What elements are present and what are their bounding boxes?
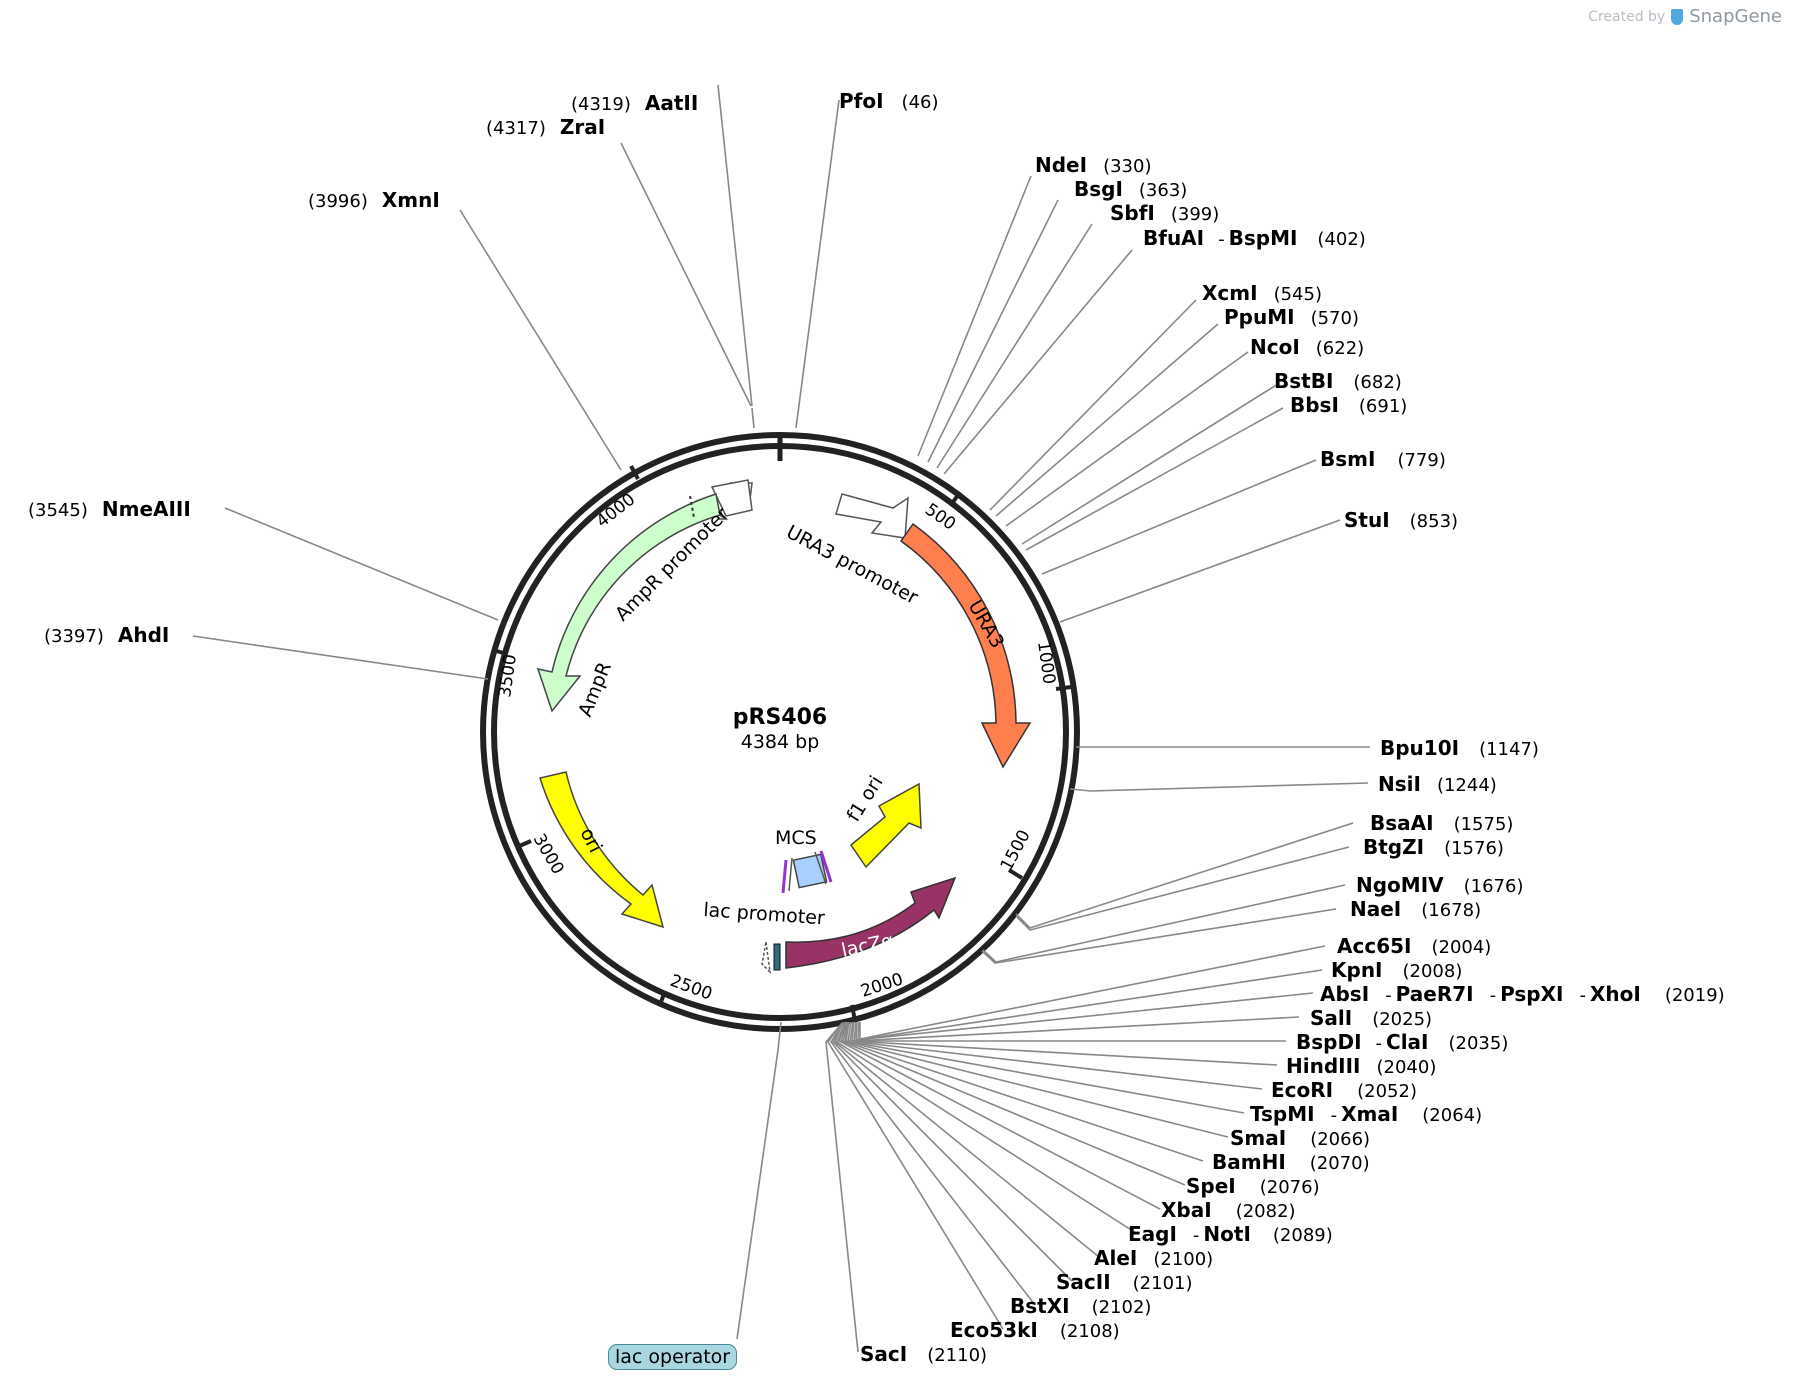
ampr-label: AmpR (574, 659, 616, 720)
lacz-alpha-label: lacZα (839, 929, 895, 962)
site-label[interactable]: Acc65I(2004) (1337, 934, 1491, 958)
site-label[interactable]: SalI(2025) (1310, 1006, 1432, 1030)
site-label[interactable]: BtgZI(1576) (1363, 835, 1504, 859)
site-label[interactable]: SmaI(2066) (1230, 1126, 1370, 1150)
site-label[interactable]: BspDI-ClaI(2035) (1296, 1030, 1508, 1054)
tick-1000 (1055, 685, 1072, 691)
site-label[interactable]: BstXI(2102) (1010, 1294, 1151, 1318)
site-label[interactable]: StuI(853) (1344, 508, 1458, 532)
site-label[interactable]: NgoMIV(1676) (1356, 873, 1523, 897)
lac-promoter-arrow[interactable] (761, 941, 772, 975)
watermark-prefix: Created by (1588, 8, 1666, 25)
site-label[interactable]: Bpu10I(1147) (1380, 736, 1539, 760)
site-label[interactable]: BbsI(691) (1290, 393, 1407, 417)
site-label[interactable]: (4317)ZraI (486, 115, 605, 139)
tick-2500 (658, 990, 667, 1006)
tick-2000 (850, 1004, 857, 1022)
site-label[interactable]: (3397)AhdI (44, 623, 169, 647)
site-label[interactable]: NdeI(330) (1035, 153, 1151, 177)
site-label[interactable]: SacII(2101) (1056, 1270, 1193, 1294)
site-label[interactable]: XbaI(2082) (1161, 1198, 1296, 1222)
f1-ori-label: f1 ori (843, 772, 888, 826)
tick-marks (492, 433, 1072, 1022)
site-label[interactable]: NsiI(1244) (1378, 772, 1497, 796)
lac-operator-label[interactable]: lac operator (608, 1344, 738, 1370)
site-label[interactable]: NaeI(1678) (1350, 897, 1481, 921)
site-label[interactable]: AleI(2100) (1094, 1246, 1213, 1270)
ori-arrow[interactable] (539, 771, 665, 929)
lac-promoter-label: lac promoter (703, 899, 826, 929)
tick-3500 (492, 648, 508, 656)
site-label[interactable]: XcmI(545) (1202, 281, 1322, 305)
tick-label-3500: 3500 (495, 653, 521, 699)
site-label[interactable]: NcoI(622) (1250, 335, 1364, 359)
site-label[interactable]: SpeI(2076) (1186, 1174, 1320, 1198)
site-label[interactable]: HindIII(2040) (1286, 1054, 1436, 1078)
site-label[interactable]: (3545)NmeAIII (28, 497, 191, 521)
plasmid-size: 4384 bp (741, 731, 820, 753)
ura3-arrow[interactable] (899, 522, 1032, 769)
watermark-brand: SnapGene (1689, 6, 1782, 27)
site-label[interactable]: BsmI(779) (1320, 447, 1446, 471)
ura3-promoter-arrow[interactable] (835, 493, 909, 539)
lacz-alpha-arrow[interactable] (785, 876, 957, 969)
tick-500 (949, 490, 962, 507)
ampr-arrow[interactable] (536, 493, 721, 713)
site-leader-lines (192, 84, 1370, 1353)
site-label[interactable]: EagI-NotI(2089) (1128, 1222, 1333, 1246)
site-label[interactable]: KpnI(2008) (1331, 958, 1462, 982)
site-label[interactable]: BsgI(363) (1074, 177, 1187, 201)
site-label[interactable]: BfuAI-BspMI(402) (1143, 226, 1366, 250)
mcs-label: MCS (775, 827, 817, 849)
tick-4000 (629, 465, 640, 480)
site-labels: PfoI(46) NdeI(330) BsgI(363) SbfI(399) B… (28, 89, 1725, 1366)
tick-label-3000: 3000 (529, 831, 568, 878)
site-label[interactable]: PfoI(46) (839, 89, 939, 113)
site-label[interactable]: Eco53kI(2108) (950, 1318, 1120, 1342)
site-label[interactable]: (3996)XmnI (308, 188, 440, 212)
site-label[interactable]: BamHI(2070) (1212, 1150, 1370, 1174)
site-label[interactable]: PpuMI(570) (1224, 305, 1359, 329)
site-label[interactable]: BsaAI(1575) (1370, 811, 1513, 835)
site-label[interactable]: SbfI(399) (1110, 201, 1219, 225)
plasmid-name: pRS406 (733, 705, 827, 730)
snapgene-logo-icon (1671, 8, 1684, 25)
snapgene-watermark: Created by SnapGene (1588, 6, 1782, 27)
site-label[interactable]: EcoRI(2052) (1271, 1078, 1417, 1102)
tick-1500 (1007, 868, 1024, 880)
site-label[interactable]: TspMI-XmaI(2064) (1250, 1102, 1482, 1126)
site-label[interactable]: (4319)AatII (571, 91, 698, 115)
f1-ori-arrow[interactable] (849, 782, 922, 869)
site-label[interactable]: AbsI-PaeR7I-PspXI-XhoI(2019) (1320, 982, 1725, 1006)
ura3-label: URA3 (964, 597, 1009, 653)
tick-3000 (516, 839, 532, 849)
site-label[interactable]: SacI(2110) (860, 1342, 987, 1366)
site-label[interactable]: BstBI(682) (1274, 369, 1402, 393)
